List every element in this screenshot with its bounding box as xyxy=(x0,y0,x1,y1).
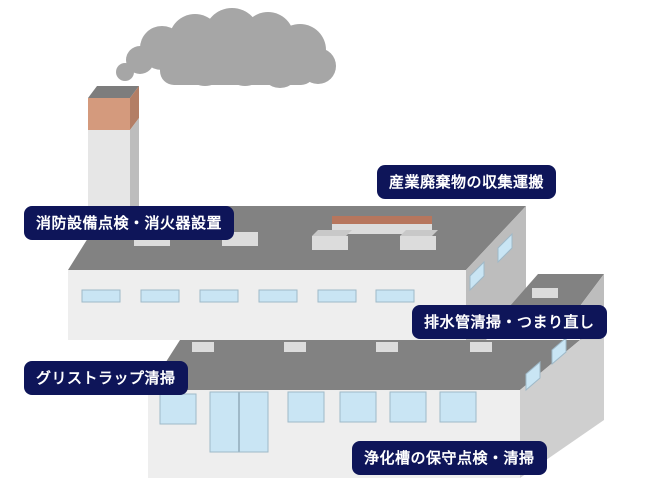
smoke-cloud xyxy=(116,8,336,88)
label-fire-equipment-inspection[interactable]: 消防設備点検・消火器設置 xyxy=(24,206,235,240)
label-industrial-waste-collection[interactable]: 産業廃棄物の収集運搬 xyxy=(377,165,557,199)
label-septic-tank-maintenance[interactable]: 浄化槽の保守点検・清掃 xyxy=(352,441,547,475)
label-grease-trap-cleaning[interactable]: グリストラップ清掃 xyxy=(24,361,188,395)
label-drain-pipe-cleaning[interactable]: 排水管清掃・つまり直し xyxy=(412,305,607,339)
